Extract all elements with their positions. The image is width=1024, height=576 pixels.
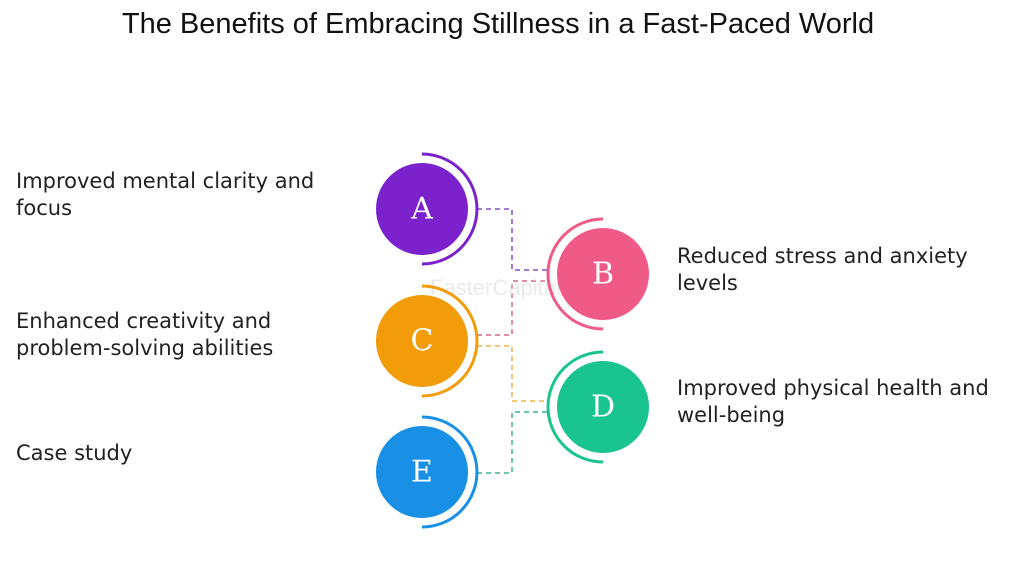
letter-e: E: [411, 455, 433, 490]
arc-e: [421, 415, 479, 529]
label-d: Improved physical health and well-being: [677, 376, 989, 427]
watermark: FasterCapital: [430, 275, 561, 300]
letter-d: D: [591, 390, 615, 425]
label-b: Reduced stress and anxiety levels: [677, 244, 968, 295]
label-e: Case study: [16, 441, 133, 465]
connector-e-d: [477, 411, 548, 474]
circle-e: [376, 426, 468, 518]
connector-c-d: [477, 345, 548, 402]
letter-c: C: [411, 324, 434, 359]
arc-b: [546, 217, 604, 331]
arc-c: [421, 284, 479, 398]
label-c: Enhanced creativity and problem-solving …: [16, 309, 274, 360]
letter-a: A: [410, 192, 433, 227]
circle-d: [557, 361, 649, 453]
page-title: The Benefits of Embracing Stillness in a…: [121, 8, 875, 40]
circle-c: [376, 295, 468, 387]
connector-a-b: [477, 208, 548, 271]
arc-a: [421, 152, 479, 266]
label-a: Improved mental clarity and focus: [16, 169, 315, 220]
arc-d: [546, 350, 604, 464]
circle-a: [376, 163, 468, 255]
letter-b: B: [592, 257, 614, 292]
circle-b: [557, 228, 649, 320]
